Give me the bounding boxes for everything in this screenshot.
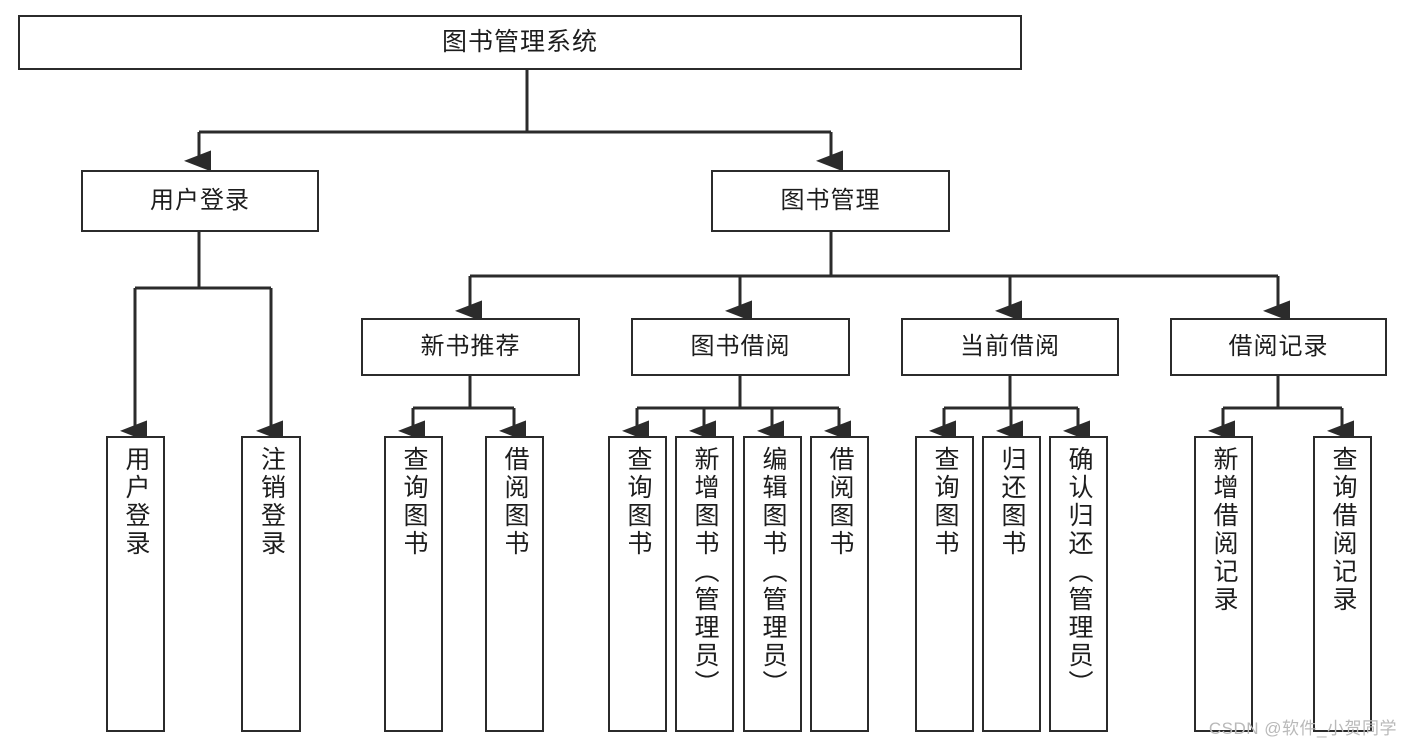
node-label: 图书借阅 xyxy=(690,332,791,360)
leaf-return-book[interactable]: 归还图书 xyxy=(982,436,1041,732)
leaf-add-book-admin[interactable]: 新增图书（管理员） xyxy=(675,436,734,732)
node-label: 查询借阅记录 xyxy=(1329,446,1357,614)
node-label: 归还图书 xyxy=(998,446,1026,558)
watermark-text: CSDN @软件_小贺同学 xyxy=(1208,719,1397,738)
leaf-confirm-return-admin[interactable]: 确认归还（管理员） xyxy=(1049,436,1108,732)
node-label: 查询图书 xyxy=(624,446,652,558)
node-label: 借阅记录 xyxy=(1228,332,1329,360)
node-label: 借阅图书 xyxy=(826,446,854,558)
leaf-query-borrow-record[interactable]: 查询借阅记录 xyxy=(1313,436,1372,732)
node-label: 新书推荐 xyxy=(420,332,521,360)
node-current-borrow[interactable]: 当前借阅 xyxy=(901,318,1119,376)
node-label: 用户登录 xyxy=(150,186,250,214)
node-label: 借阅图书 xyxy=(501,446,529,558)
node-label: 新增图书（管理员） xyxy=(691,446,719,698)
leaf-edit-book-admin[interactable]: 编辑图书（管理员） xyxy=(743,436,802,732)
node-label: 编辑图书（管理员） xyxy=(759,446,787,698)
leaf-logout[interactable]: 注销登录 xyxy=(241,436,301,732)
leaf-add-borrow-record[interactable]: 新增借阅记录 xyxy=(1194,436,1253,732)
leaf-query-book-current[interactable]: 查询图书 xyxy=(915,436,974,732)
node-book-management[interactable]: 图书管理 xyxy=(711,170,950,232)
node-borrow-record[interactable]: 借阅记录 xyxy=(1170,318,1387,376)
node-label: 注销登录 xyxy=(257,446,286,558)
node-label: 新增借阅记录 xyxy=(1210,446,1238,614)
node-label: 查询图书 xyxy=(931,446,959,558)
leaf-query-book-new[interactable]: 查询图书 xyxy=(384,436,443,732)
node-label: 图书管理系统 xyxy=(441,27,598,56)
leaf-borrow-book[interactable]: 借阅图书 xyxy=(810,436,869,732)
node-label: 查询图书 xyxy=(400,446,428,558)
node-label: 当前借阅 xyxy=(960,332,1060,360)
node-root[interactable]: 图书管理系统 xyxy=(18,15,1022,70)
node-user-login[interactable]: 用户登录 xyxy=(81,170,319,232)
leaf-query-book-borrow[interactable]: 查询图书 xyxy=(608,436,667,732)
node-label: 图书管理 xyxy=(780,186,881,214)
node-label: 用户登录 xyxy=(122,446,150,558)
node-book-borrow[interactable]: 图书借阅 xyxy=(631,318,850,376)
leaf-user-login[interactable]: 用户登录 xyxy=(106,436,165,732)
leaf-borrow-book-new[interactable]: 借阅图书 xyxy=(485,436,544,732)
node-label: 确认归还（管理员） xyxy=(1065,446,1093,698)
node-new-book-recommend[interactable]: 新书推荐 xyxy=(361,318,580,376)
